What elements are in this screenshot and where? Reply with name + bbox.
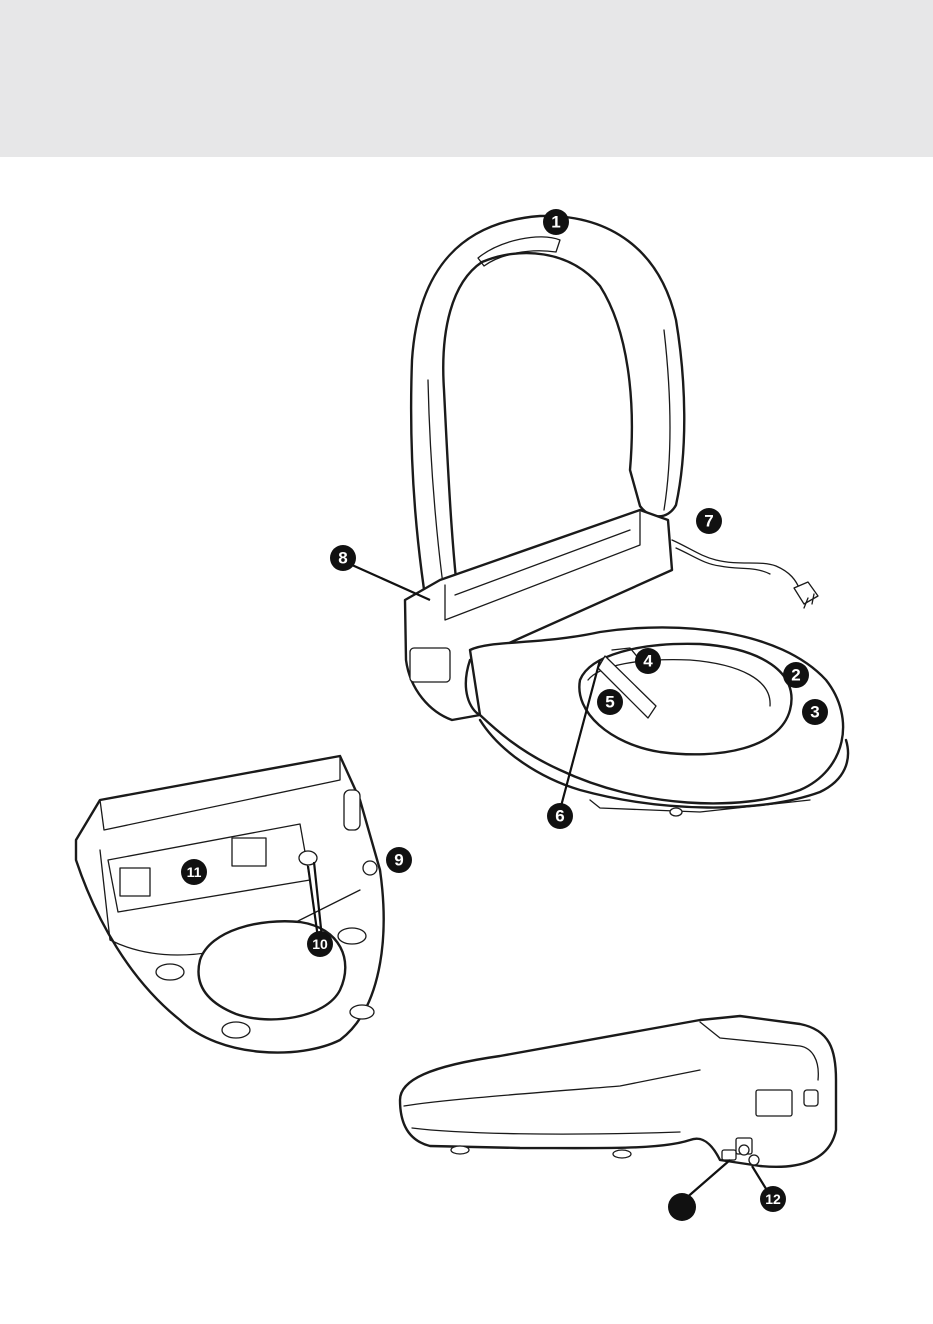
svg-text:1: 1 (551, 213, 560, 232)
svg-text:9: 9 (394, 851, 403, 870)
callout-11: 11 (181, 859, 207, 885)
callout-6: 6 (547, 803, 573, 829)
foot-1 (451, 1146, 469, 1154)
seat-bumper-front (670, 808, 682, 816)
callout-8: 8 (330, 545, 356, 571)
callout-7: 7 (696, 508, 722, 534)
svg-text:10: 10 (312, 936, 328, 952)
bumper-2 (338, 928, 366, 944)
callout-1: 1 (543, 209, 569, 235)
svg-text:7: 7 (704, 512, 713, 531)
svg-text:6: 6 (555, 807, 564, 826)
leader-12 (752, 1166, 768, 1192)
leader-13 (684, 1160, 730, 1200)
svg-text:12: 12 (765, 1191, 781, 1207)
callout-10: 10 (307, 931, 333, 957)
svg-text:11: 11 (187, 864, 202, 880)
callout-4: 4 (635, 648, 661, 674)
side-view (400, 1016, 836, 1167)
power-cord (672, 540, 800, 590)
side-button (804, 1090, 818, 1106)
side-knob (363, 861, 377, 875)
callout-5: 5 (597, 689, 623, 715)
svg-text:4: 4 (643, 652, 653, 671)
main-seat-view (405, 216, 848, 816)
bumper-1 (156, 964, 184, 980)
svg-text:3: 3 (810, 703, 819, 722)
callout-13 (668, 1193, 696, 1221)
underside-view (76, 756, 384, 1053)
callout-3: 3 (802, 699, 828, 725)
svg-text:2: 2 (791, 666, 800, 685)
drain-valve (749, 1155, 759, 1165)
svg-text:8: 8 (338, 549, 347, 568)
leader-8 (352, 565, 430, 600)
side-window (756, 1090, 792, 1116)
bumper-3 (222, 1022, 250, 1038)
bumper-4 (350, 1005, 374, 1019)
foot-2 (613, 1150, 631, 1158)
callout-2: 2 (783, 662, 809, 688)
side-panel (410, 648, 450, 682)
callout-12: 12 (760, 1186, 786, 1212)
callout-9: 9 (386, 847, 412, 873)
svg-text:5: 5 (605, 693, 614, 712)
